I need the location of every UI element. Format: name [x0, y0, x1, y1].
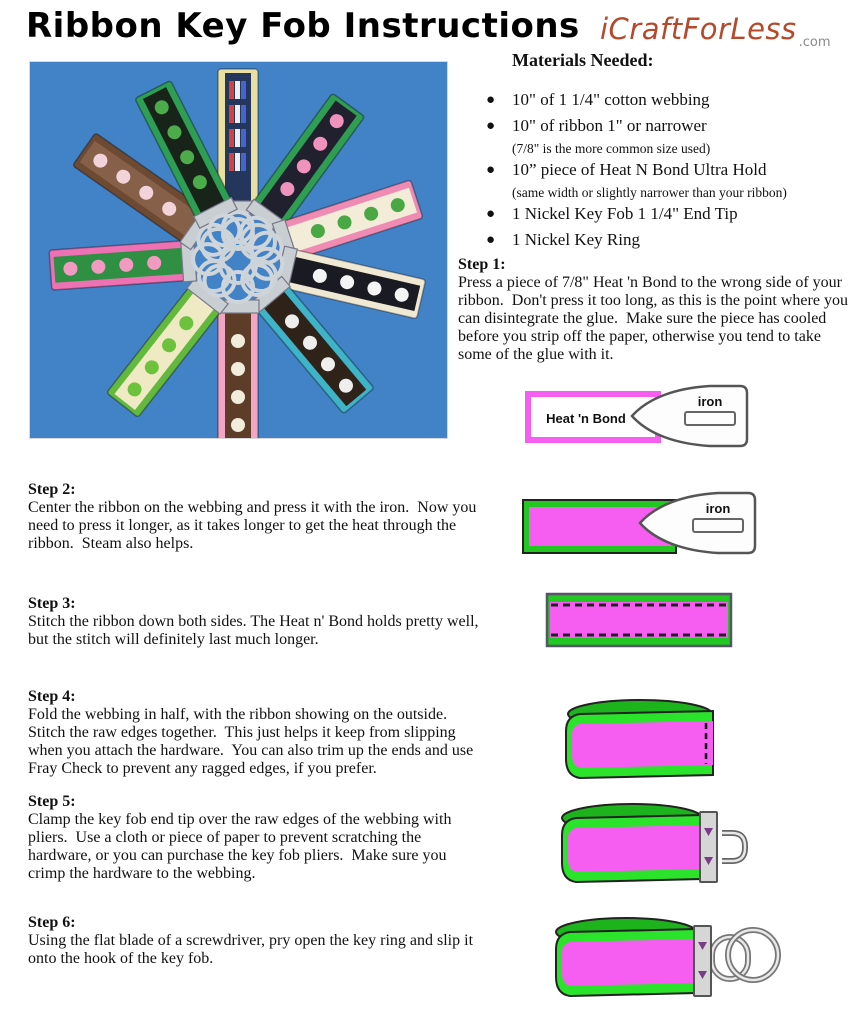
step-2-body: Center the ribbon on the webbing and pre… [28, 499, 481, 552]
step-1-text: Step 1: Press a piece of 7/8" Heat 'n Bo… [458, 256, 849, 364]
key-fobs-photo-svg [30, 62, 447, 446]
step-1-body: Press a piece of 7/8" Heat 'n Bond to th… [458, 274, 848, 363]
step-1-heading: Step 1: [458, 256, 506, 273]
folded-band [565, 699, 714, 780]
bullet-icon: ● [486, 206, 496, 222]
materials-heading: Materials Needed: [512, 50, 654, 70]
materials-list: ● 10" of 1 1/4" cotton webbing ● 10" of … [486, 89, 842, 251]
site-logo-tld: .com [798, 35, 831, 50]
stitch-lines [551, 603, 727, 637]
bullet-icon: ● [486, 232, 496, 248]
site-logo: iCraftForLess.com [600, 12, 831, 50]
heat-n-bond-label: Heat 'n Bond [546, 411, 626, 426]
step-3-illustration [545, 592, 735, 655]
step-6-text: Step 6: Using the flat blade of a screwd… [28, 914, 484, 968]
step-5-body: Clamp the key fob end tip over the raw e… [28, 811, 456, 882]
key-ring-icon [725, 927, 781, 983]
list-item: ● 1 Nickel Key Ring [486, 229, 842, 251]
folded-band [561, 803, 703, 884]
bullet-icon: ● [486, 162, 496, 178]
ribbon-strip [550, 602, 728, 638]
step-1-illustration: Heat 'n Bond iron [524, 383, 756, 454]
material-note: (same width or slightly narrower than yo… [512, 185, 787, 200]
step-2-illustration: iron [520, 485, 760, 568]
step-3-body: Stitch the ribbon down both sides. The H… [28, 613, 483, 648]
iron-icon: iron [630, 384, 749, 448]
step-3-text: Step 3: Stitch the ribbon down both side… [28, 595, 480, 649]
step-2-text: Step 2: Center the ribbon on the webbing… [28, 481, 480, 553]
material-text: 10" of ribbon 1" or narrower [512, 116, 707, 135]
list-item: ● 10" of 1 1/4" cotton webbing [486, 89, 842, 111]
list-item: ● 10" of ribbon 1" or narrower [486, 115, 842, 137]
folded-band [555, 917, 697, 998]
materials-section: Materials Needed: ● 10" of 1 1/4" cotton… [486, 50, 842, 255]
list-item: ● 10” piece of Heat N Bond Ultra Hold [486, 159, 842, 181]
step-4-heading: Step 4: [28, 688, 76, 705]
step-4-text: Step 4: Fold the webbing in half, with t… [28, 688, 484, 778]
step-2-heading: Step 2: [28, 481, 76, 498]
key-fob-starburst [48, 68, 426, 446]
step-6-heading: Step 6: [28, 914, 76, 931]
key-fobs-photo [29, 61, 448, 446]
iron-icon: iron [638, 491, 757, 555]
end-tip-icon [699, 811, 748, 883]
bullet-icon: ● [486, 92, 496, 108]
step-5-illustration [552, 795, 767, 894]
page-title: Ribbon Key Fob Instructions [26, 6, 580, 46]
step-4-illustration [556, 691, 731, 790]
material-text: 10" of 1 1/4" cotton webbing [512, 90, 710, 109]
list-item: ● 1 Nickel Key Fob 1 1/4" End Tip [486, 203, 842, 225]
step-6-body: Using the flat blade of a screwdriver, p… [28, 932, 478, 967]
site-logo-name: iCraftForLess [600, 12, 797, 46]
iron-label: iron [706, 501, 731, 516]
bullet-icon: ● [486, 118, 496, 134]
material-text: 1 Nickel Key Ring [512, 230, 640, 249]
end-tip-icon [693, 925, 751, 997]
material-text: 1 Nickel Key Fob 1 1/4" End Tip [512, 204, 738, 223]
step-5-text: Step 5: Clamp the key fob end tip over t… [28, 793, 484, 883]
step-5-heading: Step 5: [28, 793, 76, 810]
material-note: (7/8" is the more common size used) [512, 141, 711, 156]
iron-label: iron [698, 394, 723, 409]
step-4-body: Fold the webbing in half, with the ribbo… [28, 706, 478, 777]
step-6-illustration [546, 905, 788, 1010]
step-3-heading: Step 3: [28, 595, 76, 612]
key-ring-cluster [197, 217, 278, 293]
material-text: 10” piece of Heat N Bond Ultra Hold [512, 160, 767, 179]
